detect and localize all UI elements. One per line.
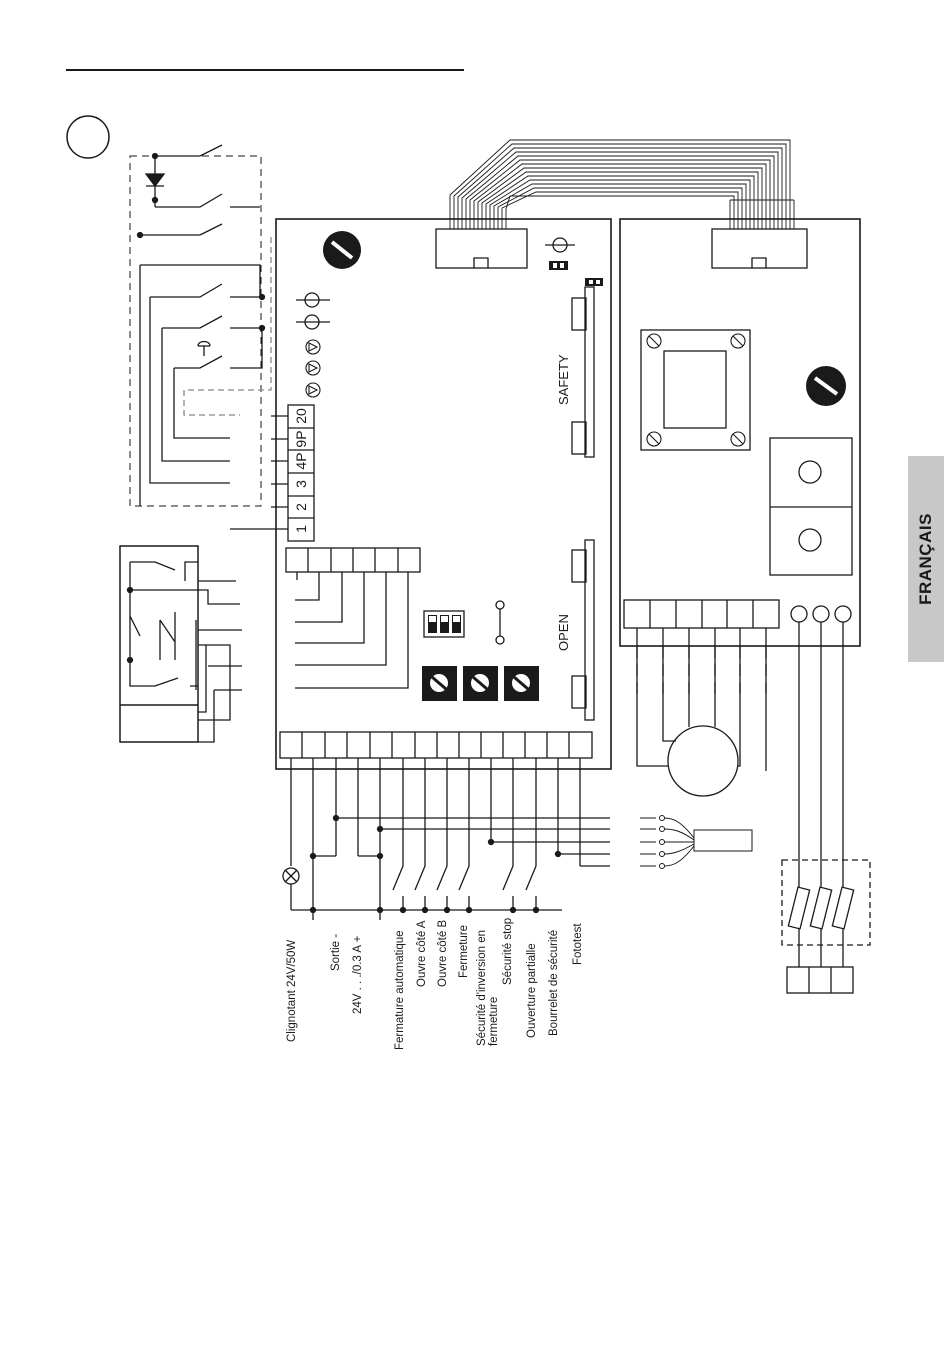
safety-label: SAFETY: [556, 354, 571, 405]
motor-terminal-row: [624, 600, 779, 628]
switch-contact: [459, 758, 469, 910]
fuse-icons: [296, 293, 330, 329]
relay-block: [770, 438, 852, 575]
ribbon-cable: [450, 140, 794, 229]
terminal-label: Fototest: [572, 923, 584, 965]
remote-control-box: [130, 145, 271, 506]
open-connector: [572, 540, 594, 720]
terminal-label: Ouvre côté A: [416, 921, 428, 987]
junction-dot: [401, 908, 406, 913]
bottom-terminal-row: [280, 732, 592, 758]
left-terminal-wires: [230, 416, 288, 529]
terminal-label: Sortie -: [330, 934, 342, 971]
transformer-icon: [641, 330, 750, 450]
junction-dot: [511, 908, 516, 913]
terminal-label: 24V . . ./0.3 A +: [352, 936, 364, 1014]
ribbon-connector-power: [712, 229, 807, 268]
safety-connector: [572, 278, 603, 457]
left-terminal-label: 4P: [293, 452, 309, 469]
figure-number-circle: [67, 116, 109, 158]
mid-terminal-row: [286, 548, 420, 572]
switch-contact: [526, 758, 536, 910]
ribbon-connector-main: [436, 229, 527, 268]
terminal-label: Sécurité stop: [502, 918, 514, 985]
terminal-label: Bourrelet de sécurité: [548, 930, 560, 1036]
power-board: [620, 219, 860, 646]
photocell-connector: [640, 816, 752, 869]
left-terminal-block: [288, 405, 314, 541]
terminal-label: Ouvre côté B: [437, 920, 449, 987]
left-terminal-labels: 20 9P 4P 3 2 1: [293, 408, 309, 533]
key-selector-box: [120, 546, 242, 742]
left-terminal-label: 1: [293, 525, 309, 533]
terminal-label: Ouverture partialle: [526, 943, 538, 1038]
control-board: SAFETY OPEN: [276, 219, 611, 769]
left-terminal-label: 9P: [293, 430, 309, 447]
mains-supply: [782, 622, 870, 993]
open-label: OPEN: [556, 614, 571, 651]
jumper-top-icon: [545, 238, 575, 270]
screw-knob-icon: [323, 231, 361, 269]
trimmer-icons: [422, 666, 539, 701]
motor-icon: [637, 628, 766, 796]
terminal-label: Fermeture: [458, 925, 470, 978]
switch-contact: [503, 758, 513, 910]
left-terminal-label: 20: [293, 408, 309, 424]
jumper-mid-icon: [496, 601, 504, 644]
bottom-wiring: [283, 758, 610, 920]
switch-contact: [437, 758, 447, 910]
power-knob-icon: [806, 366, 846, 406]
terminal-label: Sécurité d'inversion en fermeture: [476, 916, 500, 1046]
terminal-label: Clignotant 24V/50W: [286, 940, 298, 1042]
mains-terminals: [791, 606, 851, 622]
dip-switch-icon: [424, 611, 464, 637]
left-terminal-label: 2: [293, 503, 309, 511]
junction-dot: [445, 908, 450, 913]
mid-row-wires: [295, 572, 408, 688]
terminal-label: Fermature automatique: [394, 930, 406, 1050]
junction-dot: [534, 908, 539, 913]
junction-dot: [423, 908, 428, 913]
junction-dot: [467, 908, 472, 913]
switch-contact: [415, 758, 425, 910]
switch-contact: [393, 758, 403, 910]
left-terminal-label: 3: [293, 480, 309, 488]
led-indicator-icons: [306, 340, 320, 397]
